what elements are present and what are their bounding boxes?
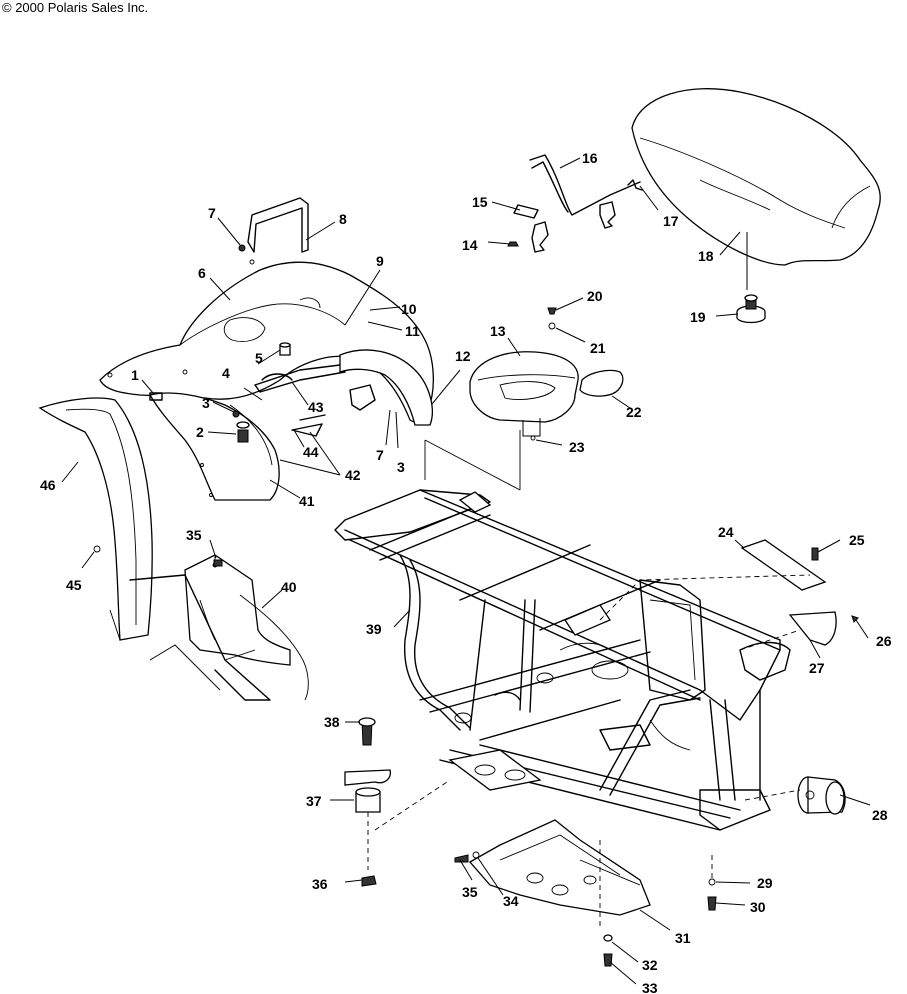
battery-plate — [740, 539, 827, 591]
callout-44: 44 — [303, 444, 319, 460]
callout-9: 9 — [376, 253, 384, 269]
callout-39: 39 — [366, 621, 382, 637]
mount-bracket — [788, 611, 859, 646]
callout-36: 36 — [312, 876, 328, 892]
callout-17: 17 — [663, 213, 679, 229]
callout-30: 30 — [750, 899, 766, 915]
seat-latch-assembly — [507, 154, 643, 253]
callout-3: 3 — [397, 459, 405, 475]
callout-15: 15 — [472, 194, 488, 210]
filter-element — [579, 369, 624, 397]
side-panel — [339, 349, 433, 426]
callout-labels: 1 2 3 3 4 5 6 7 7 8 9 10 11 12 13 14 15 … — [40, 150, 892, 994]
callout-45: 45 — [66, 577, 82, 593]
small-fasteners — [93, 545, 717, 967]
callout-1: 1 — [131, 367, 139, 383]
callout-18: 18 — [698, 248, 714, 264]
skid-plate — [468, 819, 651, 916]
callout-5: 5 — [255, 350, 263, 366]
callout-46: 46 — [40, 477, 56, 493]
callout-37: 37 — [306, 793, 322, 809]
callout-16: 16 — [582, 150, 598, 166]
callout-32: 32 — [642, 957, 658, 973]
callout-26: 26 — [876, 633, 892, 649]
callout-35: 35 — [462, 884, 478, 900]
leader-lines — [61, 157, 871, 985]
callout-11: 11 — [405, 323, 420, 339]
callout-24: 24 — [718, 524, 734, 540]
callout-10: 10 — [401, 301, 417, 317]
rubber-mount — [344, 717, 451, 887]
rack-bracket — [238, 197, 309, 265]
callout-6: 6 — [198, 265, 206, 281]
fender-fasteners — [149, 392, 326, 443]
fender-hardware — [243, 342, 293, 401]
callout-12: 12 — [455, 348, 471, 364]
callout-13: 13 — [490, 323, 506, 339]
callout-43: 43 — [308, 399, 324, 415]
callout-31: 31 — [675, 930, 691, 946]
callout-40: 40 — [281, 579, 297, 595]
callout-29: 29 — [757, 875, 773, 891]
airbox-screws — [522, 307, 557, 441]
callout-22: 22 — [626, 404, 642, 420]
callout-35: 35 — [186, 527, 202, 543]
frame — [334, 489, 791, 831]
callout-28: 28 — [872, 807, 888, 823]
callout-25: 25 — [849, 532, 865, 548]
callout-33: 33 — [642, 980, 658, 994]
callout-3: 3 — [202, 395, 210, 411]
callout-27: 27 — [809, 660, 825, 676]
guide-lines — [424, 430, 811, 930]
front-fender — [148, 392, 280, 501]
callout-20: 20 — [587, 288, 603, 304]
callout-21: 21 — [590, 340, 606, 356]
callout-8: 8 — [339, 211, 347, 227]
copyright-notice: © 2000 Polaris Sales Inc. — [2, 0, 149, 15]
seat-bumper — [736, 232, 766, 324]
engine-mount — [797, 776, 846, 815]
callout-23: 23 — [569, 439, 585, 455]
callout-7: 7 — [376, 447, 384, 463]
callout-4: 4 — [222, 365, 230, 381]
seat — [631, 88, 881, 266]
callout-34: 34 — [503, 893, 519, 909]
callout-14: 14 — [462, 237, 478, 253]
mud-flap — [38, 397, 153, 641]
callout-42: 42 — [345, 467, 361, 483]
air-box — [469, 351, 579, 423]
callout-2: 2 — [196, 424, 204, 440]
callout-38: 38 — [324, 714, 340, 730]
callout-41: 41 — [299, 493, 315, 509]
floor-panel — [129, 554, 309, 701]
callout-7: 7 — [208, 205, 216, 221]
callout-19: 19 — [690, 309, 706, 325]
